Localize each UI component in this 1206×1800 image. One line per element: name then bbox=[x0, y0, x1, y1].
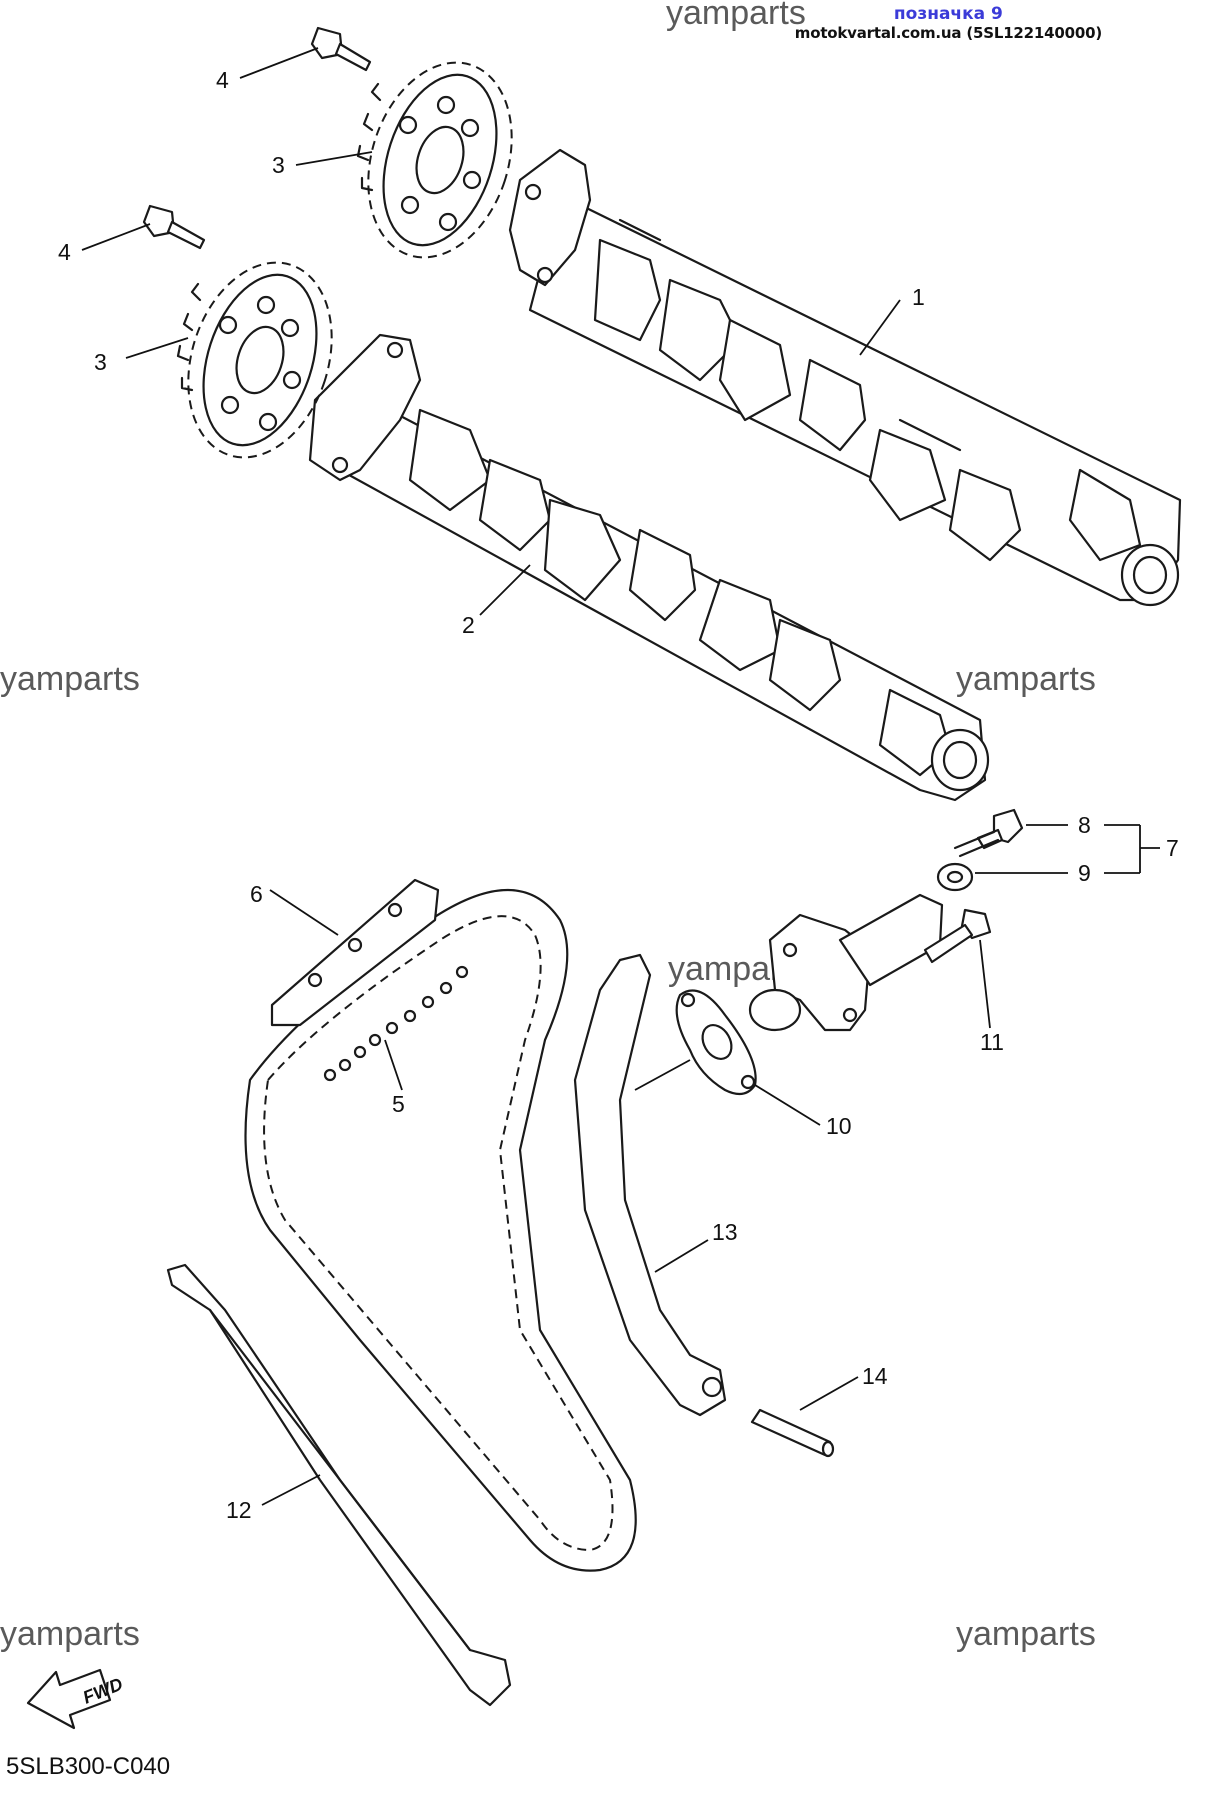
sprocket-upper[interactable] bbox=[344, 44, 535, 276]
camshaft-lower[interactable] bbox=[308, 333, 990, 802]
wm-left-mid: yamparts bbox=[0, 660, 140, 698]
wm-right-bottom: yamparts bbox=[956, 1615, 1096, 1653]
callout-2[interactable]: 2 bbox=[462, 612, 475, 638]
callout-13[interactable]: 13 bbox=[712, 1219, 738, 1245]
wm-right-mid: yamparts bbox=[956, 660, 1096, 698]
wm-left-bottom: yamparts bbox=[0, 1615, 140, 1653]
callout-8[interactable]: 8 bbox=[1078, 812, 1091, 838]
bolt-lower[interactable] bbox=[142, 204, 206, 250]
callout-3a[interactable]: 3 bbox=[272, 152, 285, 178]
callout-7[interactable]: 7 bbox=[1166, 835, 1179, 861]
callout-6[interactable]: 6 bbox=[250, 881, 263, 907]
wm-top: yamparts bbox=[666, 0, 806, 32]
callout-3b[interactable]: 3 bbox=[94, 349, 107, 375]
guide-pin[interactable] bbox=[750, 1408, 835, 1458]
fwd-arrow-icon: FWD bbox=[26, 1668, 125, 1730]
sprocket-lower[interactable] bbox=[164, 244, 355, 476]
callout-4a[interactable]: 4 bbox=[216, 67, 229, 93]
leader-lines bbox=[81, 47, 1160, 1506]
chain-guide-front[interactable] bbox=[166, 1263, 512, 1707]
callout-14[interactable]: 14 bbox=[862, 1363, 888, 1389]
callout-4b[interactable]: 4 bbox=[58, 239, 71, 265]
callout-1[interactable]: 1 bbox=[912, 284, 925, 310]
callout-labels: 1 2 3 3 4 4 5 6 7 8 9 10 11 12 13 14 bbox=[58, 67, 1179, 1523]
header-badge: позначка 9 motokvartal.com.ua (5SL122140… bbox=[795, 4, 1102, 42]
callout-12[interactable]: 12 bbox=[226, 1497, 252, 1523]
callout-10[interactable]: 10 bbox=[826, 1113, 852, 1139]
tensioner-screw[interactable] bbox=[923, 908, 992, 964]
badge-title[interactable]: позначка 9 bbox=[893, 4, 1003, 24]
tensioner-gasket[interactable] bbox=[675, 989, 757, 1096]
tensioner-washer[interactable] bbox=[936, 862, 974, 892]
tensioner-bolt[interactable] bbox=[953, 808, 1024, 858]
chain-links bbox=[323, 965, 469, 1082]
bolt-upper[interactable] bbox=[310, 26, 372, 72]
diagram-code: 5SLB300-C040 bbox=[6, 1753, 171, 1780]
camshaft-upper[interactable] bbox=[508, 148, 1182, 607]
callout-5[interactable]: 5 bbox=[392, 1091, 405, 1117]
tensioner-guide[interactable] bbox=[573, 953, 727, 1417]
callout-11[interactable]: 11 bbox=[980, 1029, 1004, 1055]
chain-tensioner[interactable] bbox=[748, 893, 944, 1032]
badge-source: motokvartal.com.ua (5SL122140000) bbox=[794, 24, 1102, 42]
callout-9[interactable]: 9 bbox=[1078, 860, 1091, 886]
chain-guide-top[interactable] bbox=[270, 878, 440, 1027]
